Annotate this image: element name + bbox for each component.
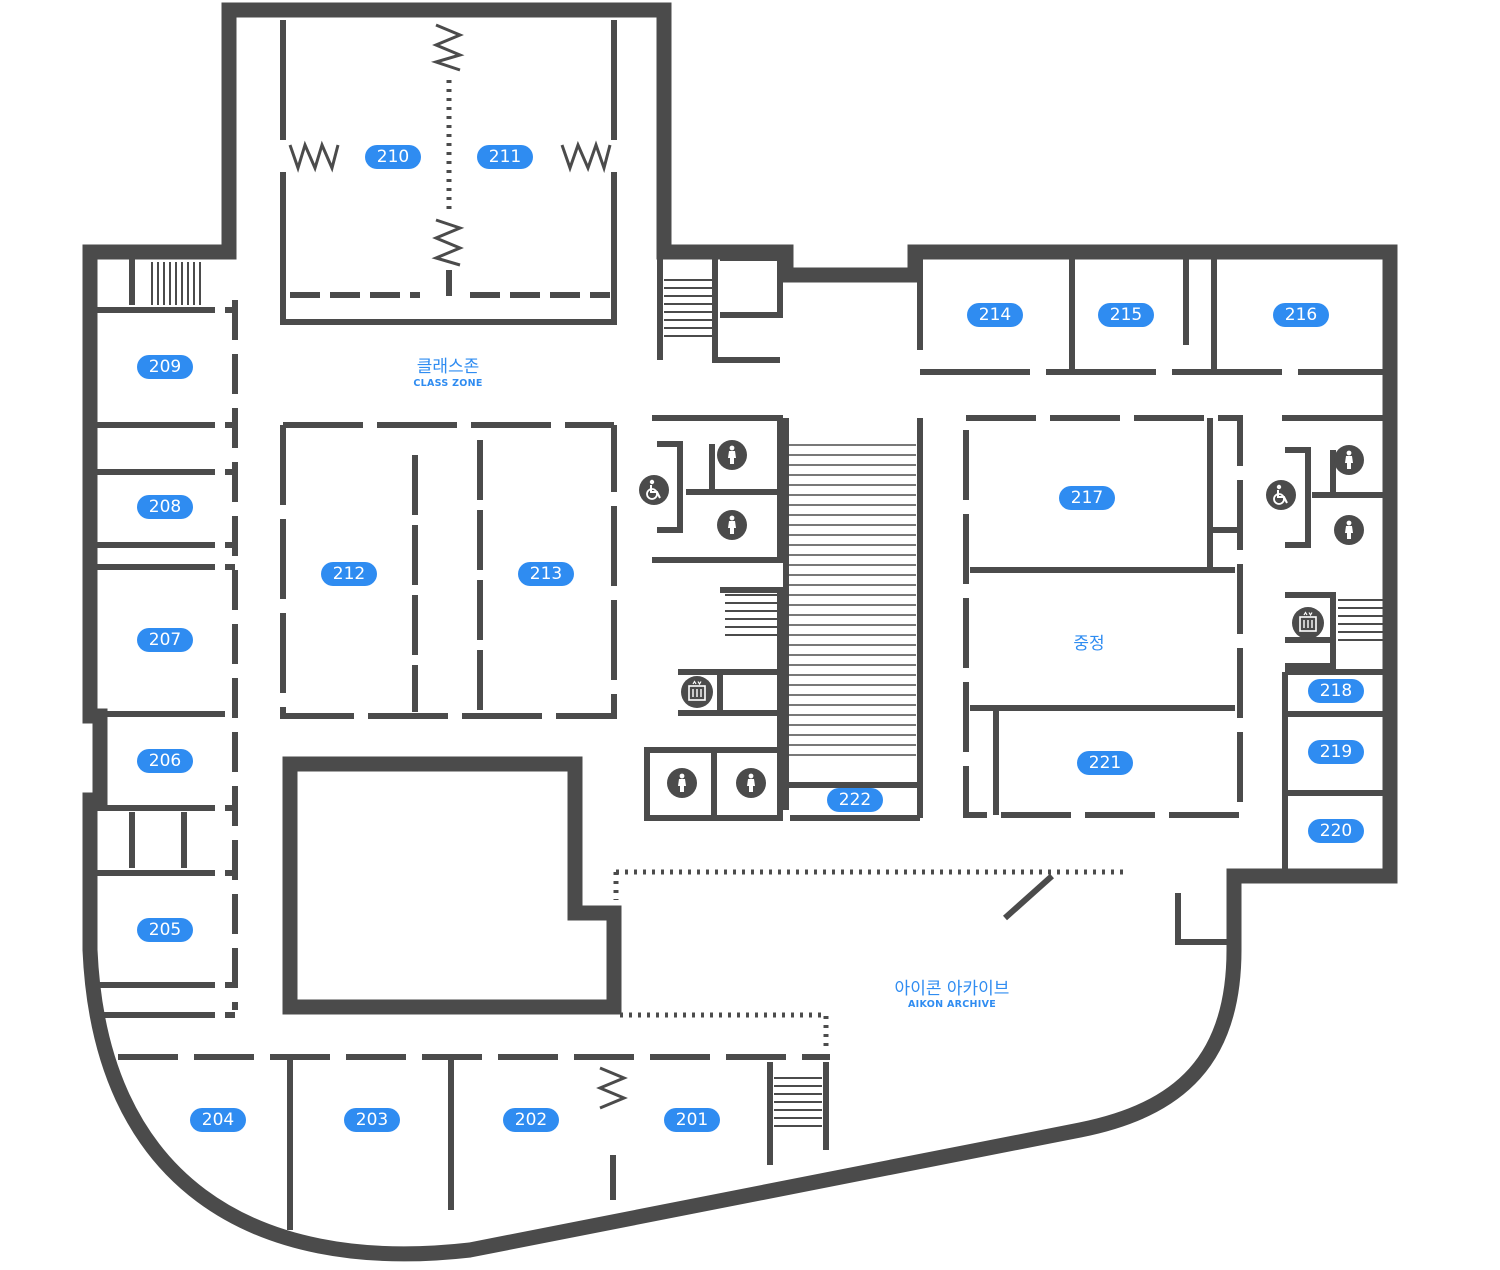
room-212-213-walls [280, 422, 617, 719]
folding-partition [288, 140, 340, 173]
room-210-211-walls [280, 20, 617, 325]
archive-boundary [620, 1012, 829, 1050]
room-badge-207[interactable]: 207 [137, 628, 193, 652]
wheelchair-icon [639, 475, 669, 505]
room-badge-214[interactable]: 214 [967, 303, 1023, 327]
stairs-icon [1338, 599, 1383, 641]
zone-label-class-zone: 클래스존 [416, 357, 480, 377]
zone-sublabel-class-zone: CLASS ZONE [413, 378, 483, 389]
room-badge-205[interactable]: 205 [137, 918, 193, 942]
rooms-214-216-walls [917, 258, 1217, 370]
room-badge-213[interactable]: 213 [518, 562, 574, 586]
room-badge-219[interactable]: 219 [1308, 740, 1364, 764]
room-badge-206[interactable]: 206 [137, 749, 193, 773]
folding-partition [596, 1066, 628, 1110]
room-badge-203[interactable]: 203 [344, 1108, 400, 1132]
folding-partition [560, 140, 612, 174]
room-badge-201[interactable]: 201 [664, 1108, 720, 1132]
room-badge-209[interactable]: 209 [137, 355, 193, 379]
stairs-icon [664, 279, 712, 337]
restroom-person-icon [667, 768, 697, 798]
restroom-person-icon [736, 768, 766, 798]
restroom-walls [652, 415, 783, 563]
stairs-icon [725, 594, 778, 636]
folding-partition [430, 23, 465, 72]
room-badge-216[interactable]: 216 [1273, 303, 1329, 327]
restroom-person-icon [1334, 445, 1364, 475]
rooms-217-221-walls [963, 415, 1243, 818]
zone-label-courtyard: 중정 [1073, 634, 1105, 654]
zone-sublabel-archive: AIKON ARCHIVE [907, 999, 997, 1010]
room-badge-202[interactable]: 202 [503, 1108, 559, 1132]
grand-stairs [783, 418, 923, 821]
elevator-icon [1292, 607, 1324, 639]
room-badge-221[interactable]: 221 [1077, 751, 1133, 775]
room-badge-211[interactable]: 211 [477, 145, 533, 169]
restroom-person-icon [1334, 515, 1364, 545]
outer-wall [82, 2, 1398, 1262]
stairs-icon [774, 1077, 822, 1127]
folding-partition [431, 218, 465, 267]
central-block [282, 756, 622, 1015]
wheelchair-icon [1266, 480, 1296, 510]
archive-boundary [613, 869, 1125, 900]
room-badge-218[interactable]: 218 [1308, 679, 1364, 703]
restroom-walls [1282, 415, 1385, 548]
room-badge-215[interactable]: 215 [1098, 303, 1154, 327]
stairs-icon [786, 444, 916, 756]
restroom-person-icon [717, 440, 747, 470]
room-badge-204[interactable]: 204 [190, 1108, 246, 1132]
elevator-icon [681, 676, 713, 708]
room-badge-217[interactable]: 217 [1059, 486, 1115, 510]
room-badge-212[interactable]: 212 [321, 562, 377, 586]
room-badge-220[interactable]: 220 [1308, 819, 1364, 843]
room-badge-208[interactable]: 208 [137, 495, 193, 519]
room-badge-210[interactable]: 210 [365, 145, 421, 169]
stairs-icon [151, 262, 201, 305]
restroom-person-icon [717, 510, 747, 540]
zone-label-archive: 아이콘 아카이브 [894, 979, 1010, 999]
room-badge-222[interactable]: 222 [827, 788, 883, 812]
